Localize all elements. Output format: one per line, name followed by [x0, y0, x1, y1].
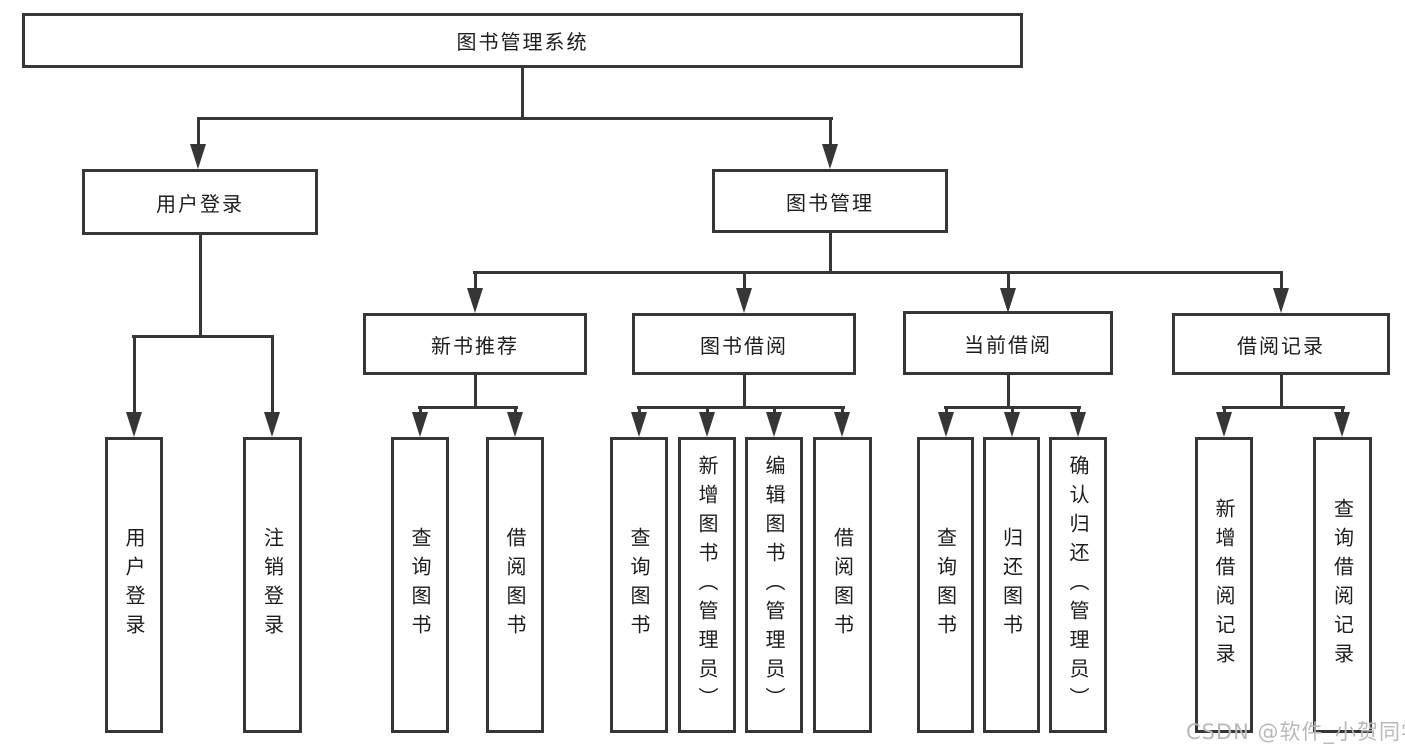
- leaf-logout: 注销登录: [243, 437, 302, 733]
- connector-line: [1077, 406, 1080, 416]
- connector-line: [638, 406, 641, 416]
- node-label: 借阅图书: [830, 527, 855, 643]
- arrow-down-icon: [938, 412, 954, 437]
- arrow-down-icon: [1273, 288, 1289, 313]
- connector-line: [132, 335, 274, 338]
- leaf-borrow-books: 借阅图书: [813, 437, 872, 733]
- connector-line: [743, 271, 746, 291]
- node-label: 用户登录: [122, 527, 146, 643]
- node-label: 编辑图书（管理员）: [762, 454, 786, 716]
- connector-line: [945, 406, 948, 416]
- connector-line: [829, 117, 832, 149]
- arrow-down-icon: [766, 412, 782, 437]
- node-label: 确认归还（管理员）: [1066, 454, 1090, 716]
- node-label: 借阅图书: [503, 527, 527, 643]
- node-label: 图书管理: [786, 190, 874, 215]
- arrow-down-icon: [467, 288, 483, 313]
- leaf-query-books-borrow: 查询图书: [610, 437, 668, 733]
- connector-line: [474, 373, 477, 408]
- leaf-query-borrow-record: 查询借阅记录: [1313, 437, 1372, 733]
- node-label: 归还图书: [999, 527, 1024, 643]
- connector-line: [841, 406, 844, 416]
- arrow-down-icon: [1334, 412, 1350, 437]
- node-label: 查询图书: [933, 527, 958, 643]
- arrow-down-icon: [1070, 412, 1086, 437]
- leaf-confirm-return-admin: 确认归还（管理员）: [1049, 437, 1107, 733]
- node-label: 当前借阅: [964, 332, 1052, 357]
- arrow-down-icon: [699, 412, 715, 437]
- node-current-borrow: 当前借阅: [903, 311, 1113, 375]
- leaf-borrow-books-recommend: 借阅图书: [486, 437, 544, 733]
- node-library-system: 图书管理系统: [22, 13, 1023, 68]
- leaf-edit-book-admin: 编辑图书（管理员）: [745, 437, 803, 733]
- connector-line: [197, 117, 833, 120]
- connector-line: [521, 68, 524, 120]
- node-label: 查询图书: [408, 527, 432, 643]
- connector-line: [419, 406, 422, 416]
- node-label: 查询图书: [627, 527, 651, 643]
- arrow-down-icon: [1000, 288, 1016, 313]
- connector-line: [474, 271, 477, 291]
- connector-line: [1280, 373, 1283, 408]
- arrow-down-icon: [736, 288, 752, 313]
- connector-line: [418, 406, 518, 409]
- node-book-borrow: 图书借阅: [632, 313, 856, 375]
- connector-line: [473, 271, 1283, 274]
- connector-line: [1280, 271, 1283, 291]
- connector-line: [197, 117, 200, 149]
- connector-line: [706, 406, 709, 416]
- arrow-down-icon: [190, 144, 206, 169]
- node-new-book-recommend: 新书推荐: [363, 313, 587, 375]
- arrow-down-icon: [834, 412, 850, 437]
- connector-line: [1007, 271, 1010, 291]
- arrow-down-icon: [264, 412, 280, 437]
- connector-line: [271, 335, 274, 415]
- connector-line: [1222, 406, 1345, 409]
- arrow-down-icon: [1004, 412, 1020, 437]
- leaf-user-login: 用户登录: [105, 437, 163, 733]
- connector-line: [1223, 406, 1226, 416]
- node-label: 查询借阅记录: [1330, 498, 1355, 672]
- leaf-return-book: 归还图书: [983, 437, 1040, 733]
- node-label: 图书借阅: [700, 333, 788, 358]
- arrow-down-icon: [126, 412, 142, 437]
- leaf-query-books-current: 查询图书: [917, 437, 974, 733]
- node-book-management: 图书管理: [712, 169, 948, 233]
- node-label: 新增图书（管理员）: [695, 454, 719, 716]
- arrow-down-icon: [412, 412, 428, 437]
- connector-line: [743, 373, 746, 408]
- node-label: 用户登录: [156, 191, 244, 216]
- node-label: 注销登录: [260, 527, 285, 643]
- node-label: 图书管理系统: [456, 30, 589, 54]
- node-label: 新增借阅记录: [1212, 498, 1236, 672]
- connector-line: [773, 406, 776, 416]
- leaf-add-book-admin: 新增图书（管理员）: [678, 437, 736, 733]
- arrow-down-icon: [631, 412, 647, 437]
- arrow-down-icon: [507, 412, 523, 437]
- arrow-down-icon: [1216, 412, 1232, 437]
- node-label: 借阅记录: [1237, 333, 1325, 358]
- leaf-add-borrow-record: 新增借阅记录: [1195, 437, 1253, 733]
- watermark: CSDN @软件_小贺同学: [1186, 720, 1405, 744]
- node-user-login: 用户登录: [82, 169, 318, 235]
- leaf-query-books-recommend: 查询图书: [391, 437, 449, 733]
- connector-line: [829, 233, 832, 273]
- connector-line: [1341, 406, 1344, 416]
- arrow-down-icon: [822, 144, 838, 169]
- connector-line: [199, 235, 202, 337]
- connector-line: [133, 335, 136, 415]
- connector-line: [1011, 406, 1014, 416]
- connector-line: [1007, 373, 1010, 408]
- connector-line: [637, 406, 845, 409]
- connector-line: [514, 406, 517, 416]
- node-label: 新书推荐: [431, 333, 519, 358]
- node-borrow-records: 借阅记录: [1172, 313, 1390, 375]
